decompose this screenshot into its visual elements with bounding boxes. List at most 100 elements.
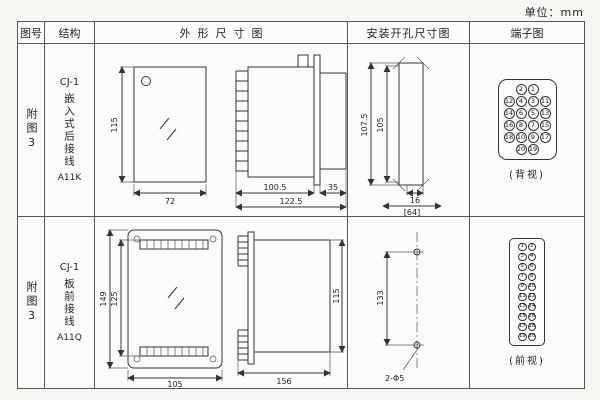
dim-front-height: 115: [110, 117, 119, 132]
terminal-circle: 9: [518, 282, 527, 292]
hatch-marks: [167, 286, 184, 309]
row2-structure-model: CJ-1: [59, 262, 80, 273]
mount-hole: [133, 355, 140, 362]
terminal-view-label: (前视): [509, 356, 545, 368]
spec-table: 图号 结构 外形尺寸图 安装开孔尺寸图 端子图 附图3 CJ-1 嵌入式后接线 …: [17, 21, 585, 389]
extension-lines: [235, 168, 346, 207]
terminal-circle: 7: [527, 120, 539, 131]
dim-side-rear: 35: [327, 183, 337, 192]
terminal-strip-top: [139, 239, 208, 249]
row2-install-svg: 133 2-Φ5: [376, 231, 424, 383]
row1-structure-model: CJ-1: [59, 77, 80, 88]
relay-body-side: [253, 239, 330, 352]
row2-side-view: [236, 231, 345, 376]
terminal-circle: 11: [518, 292, 527, 302]
terminal-row: 5 6: [518, 262, 536, 272]
row1-install-svg: 107.5 105 16 [64]: [360, 56, 442, 216]
terminal-row: 14 6 5 13: [503, 108, 551, 119]
mount-hole: [209, 235, 216, 242]
terminal-row: 16 8 7 15: [503, 120, 551, 131]
terminal-row: 1 2: [518, 242, 536, 252]
row1-install-drawing: 107.5 105 16 [64]: [348, 44, 470, 217]
terminal-circle: 13: [518, 302, 527, 312]
dim-front-inner: 125: [110, 291, 119, 306]
terminal-circle: 12: [527, 292, 536, 302]
terminal-circle: 1: [518, 242, 527, 252]
terminal-circle: 5: [527, 108, 539, 119]
dim-side-width: 156: [276, 377, 291, 386]
row1-structure-desc: 嵌入式后接线: [63, 93, 75, 168]
row1-fig-no-text: 附图3: [25, 108, 38, 152]
terminal-circle: 20: [515, 144, 527, 155]
dim-front-height: 149: [99, 291, 108, 306]
terminal-row: 9 10: [518, 282, 536, 292]
terminal-circle: 8: [515, 120, 527, 131]
terminal-circle: 19: [527, 144, 539, 155]
relay-body-side: [247, 66, 314, 177]
terminal-circle: 1: [527, 84, 539, 95]
terminal-circle: 18: [527, 322, 536, 332]
terminal-circle: 16: [503, 120, 515, 131]
terminal-fins: [235, 70, 248, 171]
panel-cutout: [398, 62, 423, 185]
terminal-circle: 2: [527, 242, 536, 252]
terminal-circle: 13: [539, 108, 551, 119]
relay-front-outline: [127, 229, 222, 368]
strip-dividers: [146, 239, 203, 249]
terminal-row: 18 10 9 17: [503, 132, 551, 143]
header-structure: 结构: [45, 22, 95, 44]
extension-lines: [237, 239, 344, 376]
terminal-fins-top: [237, 235, 248, 266]
terminal-circle: 15: [518, 312, 527, 322]
terminal-circle: 2: [515, 84, 527, 95]
terminal-row: 7 8: [518, 272, 536, 282]
terminal-circle: 14: [527, 302, 536, 312]
row1-outline-svg: 115 72 100.5 35 122.5: [110, 54, 347, 210]
terminal-row: 11 12: [518, 292, 536, 302]
terminal-circle: 8: [527, 272, 536, 282]
terminal-circle: 20: [527, 332, 536, 342]
hole-drawing: [383, 231, 424, 370]
row1-terminal-diagram: 2 1 12 4 3 11 14 6 5 13 16 8: [470, 44, 585, 217]
row2-structure-desc: 板前接线: [63, 278, 75, 328]
terminal-circle: 11: [539, 96, 551, 107]
terminal-row: 3 4: [518, 252, 536, 262]
dim-install-width: 16: [409, 196, 419, 205]
terminal-circle: 19: [518, 332, 527, 342]
terminal-circle: 10: [515, 132, 527, 143]
header-install: 安装开孔尺寸图: [348, 22, 470, 44]
header-terminal: 端子图: [470, 22, 585, 44]
dim-side-total: 122.5: [279, 197, 302, 206]
row1-structure: CJ-1 嵌入式后接线 A11K: [45, 44, 95, 217]
dim-install-inner: 105: [376, 117, 385, 132]
front-screw-hole: [140, 75, 151, 86]
mount-hole: [209, 355, 216, 362]
row1-outline-drawing: 115 72 100.5 35 122.5: [95, 44, 348, 217]
terminal-circle: 7: [518, 272, 527, 282]
terminal-circle: 17: [539, 132, 551, 143]
dim-front-width: 105: [167, 380, 182, 388]
terminal-circle: 10: [527, 282, 536, 292]
terminal-box-front: 1 2 3 4 5 6 7 8 9 10: [509, 237, 545, 347]
dim-front-width: 72: [164, 197, 174, 206]
cutout-drawing: [367, 56, 442, 209]
terminal-circle: 17: [518, 322, 527, 332]
terminal-row: 20 19: [515, 144, 539, 155]
rear-section: [319, 72, 346, 169]
row2-terminal-diagram: 1 2 3 4 5 6 7 8 9 10: [470, 217, 585, 389]
row2-structure: CJ-1 板前接线 A11Q: [45, 217, 95, 389]
terminal-circle: 18: [503, 132, 515, 143]
terminal-row: 19 20: [518, 332, 536, 342]
terminal-circle: 4: [527, 252, 536, 262]
strip-dividers: [146, 346, 203, 356]
dim-side-front: 100.5: [263, 183, 286, 192]
top-clip: [297, 54, 308, 67]
dim-side-height: 115: [332, 288, 341, 303]
hole-centerlines: [384, 251, 424, 345]
unit-label: 单位：mm: [524, 6, 584, 19]
row1-front-view: [118, 65, 207, 196]
mount-hole: [133, 235, 140, 242]
header-outline: 外形尺寸图: [95, 22, 348, 44]
dim-hole-label: 2-Φ5: [385, 374, 404, 383]
terminal-circle: 12: [503, 96, 515, 107]
